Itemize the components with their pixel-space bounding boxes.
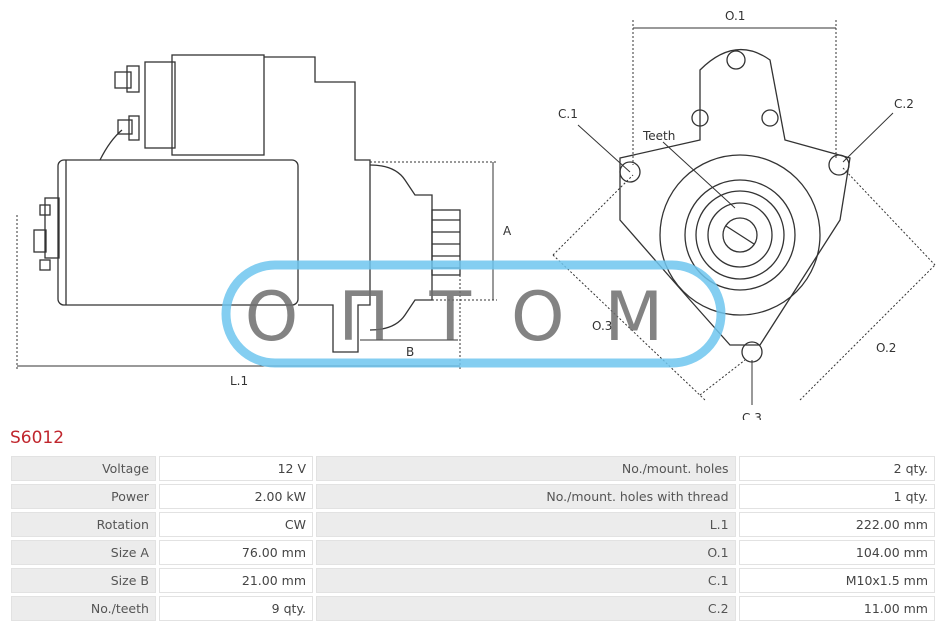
- spec-value-left: CW: [158, 512, 314, 537]
- spec-label-right: C.2: [316, 596, 736, 621]
- spec-value-left: 2.00 kW: [158, 484, 314, 509]
- spec-label-right: No./mount. holes with thread: [316, 484, 736, 509]
- spec-label-left: Size A: [11, 540, 156, 565]
- spec-value-left: 12 V: [158, 456, 314, 481]
- spec-label-left: Power: [11, 484, 156, 509]
- front-leaders: [577, 27, 894, 405]
- part-number: S6012: [10, 428, 65, 448]
- spec-label-left: No./teeth: [11, 596, 156, 621]
- spec-value-left: 21.00 mm: [158, 568, 314, 593]
- spec-label-right: C.1: [316, 568, 736, 593]
- spec-label-right: L.1: [316, 512, 736, 537]
- spec-value-right: 222.00 mm: [738, 512, 935, 537]
- spec-value-right: 11.00 mm: [738, 596, 935, 621]
- dim-c3-label: C.3: [742, 411, 762, 420]
- spec-value-right: 2 qty.: [738, 456, 935, 481]
- spec-value-right: 1 qty.: [738, 484, 935, 509]
- spec-value-left: 9 qty.: [158, 596, 314, 621]
- dim-a-label: A: [503, 224, 512, 238]
- spec-label-left: Rotation: [11, 512, 156, 537]
- teeth-label: Teeth: [642, 129, 675, 143]
- dim-o3-label: O.3: [592, 319, 612, 333]
- spec-label-left: Size B: [11, 568, 156, 593]
- front-dimensions: [552, 20, 936, 401]
- spec-value-left: 76.00 mm: [158, 540, 314, 565]
- spec-value-right: M10x1.5 mm: [738, 568, 935, 593]
- watermark: ОПТОМ: [221, 260, 726, 368]
- spec-label-right: No./mount. holes: [316, 456, 736, 481]
- dim-l1-label: L.1: [230, 374, 248, 388]
- starter-technical-drawing: A B L.1 O.1 O.2 O.3 C.1 C.2 C.3 Teeth ОП…: [16, 9, 936, 420]
- spec-value-right: 104.00 mm: [738, 540, 935, 565]
- dim-b-label: B: [406, 345, 414, 359]
- watermark-text: ОПТОМ: [245, 278, 703, 357]
- dim-c2-label: C.2: [894, 97, 914, 111]
- spec-label-left: Voltage: [11, 456, 156, 481]
- dim-o1-label: O.1: [725, 9, 745, 23]
- dim-c1-label: C.1: [558, 107, 578, 121]
- dim-o2-label: O.2: [876, 341, 896, 355]
- spec-label-right: O.1: [316, 540, 736, 565]
